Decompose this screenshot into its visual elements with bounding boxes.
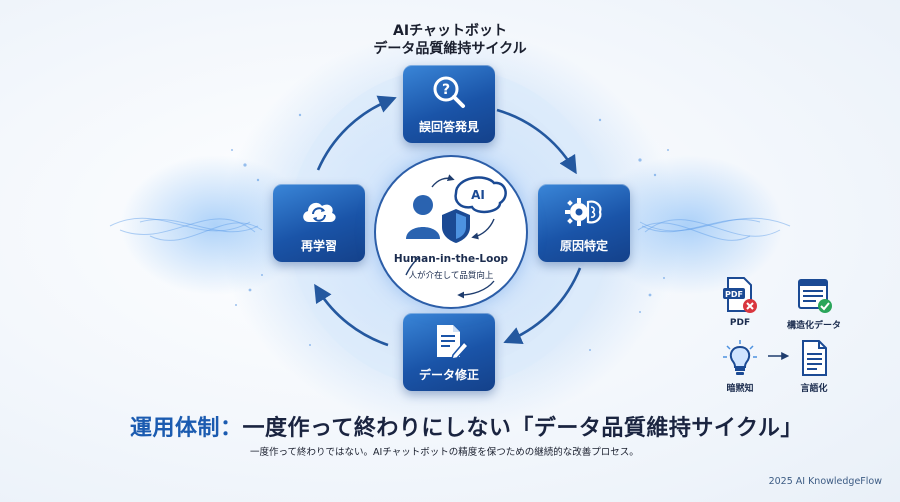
legend-tacit-knowledge: 暗黙知 <box>705 338 775 394</box>
center-subtitle: 人が介在して品質向上 <box>408 271 494 281</box>
title-line-2: データ品質維持サイクル <box>373 41 527 57</box>
legend-tacit-caption: 暗黙知 <box>726 384 754 394</box>
pdf-error-icon: PDF <box>723 277 757 313</box>
cloud-sync-icon <box>303 202 336 222</box>
cycle-node-root-cause: 原因特定 <box>538 184 630 262</box>
document-text-icon <box>802 340 827 376</box>
legend-structured-data: 構造化データ <box>779 275 849 331</box>
headline: 運用体制：一度作って終わりにしない「データ品質維持サイクル」 <box>130 410 802 442</box>
human-ai-icon: AI <box>405 174 507 299</box>
subline: 一度作って終わりではない。AIチャットボットの精度を保つための継続的な改善プロセ… <box>250 447 639 458</box>
footer-credit: 2025 AI KnowledgeFlow <box>768 476 882 487</box>
gear-brain-icon <box>565 198 602 226</box>
document-pencil-icon <box>437 325 469 360</box>
headline-main: 一度作って終わりにしない「データ品質維持サイクル」 <box>242 416 803 441</box>
node-label-top: 誤回答発見 <box>418 120 479 134</box>
structured-data-check-icon <box>798 279 832 313</box>
magnifier-question-icon: ? <box>433 76 465 108</box>
pdf-badge-text: PDF <box>725 290 743 299</box>
cycle-node-retrain: 再学習 <box>273 184 365 262</box>
lightbulb-icon <box>723 340 757 375</box>
cycle-node-data-fix: データ修正 <box>403 313 495 391</box>
legend-pdf: PDF PDF <box>705 275 775 328</box>
legend-pdf-caption: PDF <box>729 318 751 328</box>
cycle-node-error-discovery: ? 誤回答発見 <box>403 65 495 143</box>
title-line-1: AIチャットボット <box>393 23 507 39</box>
legend-structured-caption: 構造化データ <box>786 321 841 331</box>
node-label-bottom: データ修正 <box>418 368 479 382</box>
ai-badge: AI <box>471 188 485 202</box>
node-label-left: 再学習 <box>300 239 337 253</box>
svg-text:?: ? <box>442 82 450 98</box>
center-title: Human-in-the-Loop <box>393 253 509 265</box>
diagram-title: AIチャットボット データ品質維持サイクル <box>330 22 570 58</box>
human-in-the-loop-hub: AI Human-in-the-Loop 人が介在して品質向上 <box>374 155 528 309</box>
headline-prefix: 運用体制： <box>130 416 243 441</box>
node-label-right: 原因特定 <box>559 239 608 253</box>
legend-verbal-caption: 言語化 <box>800 384 828 394</box>
legend-verbalized: 言語化 <box>779 338 849 394</box>
